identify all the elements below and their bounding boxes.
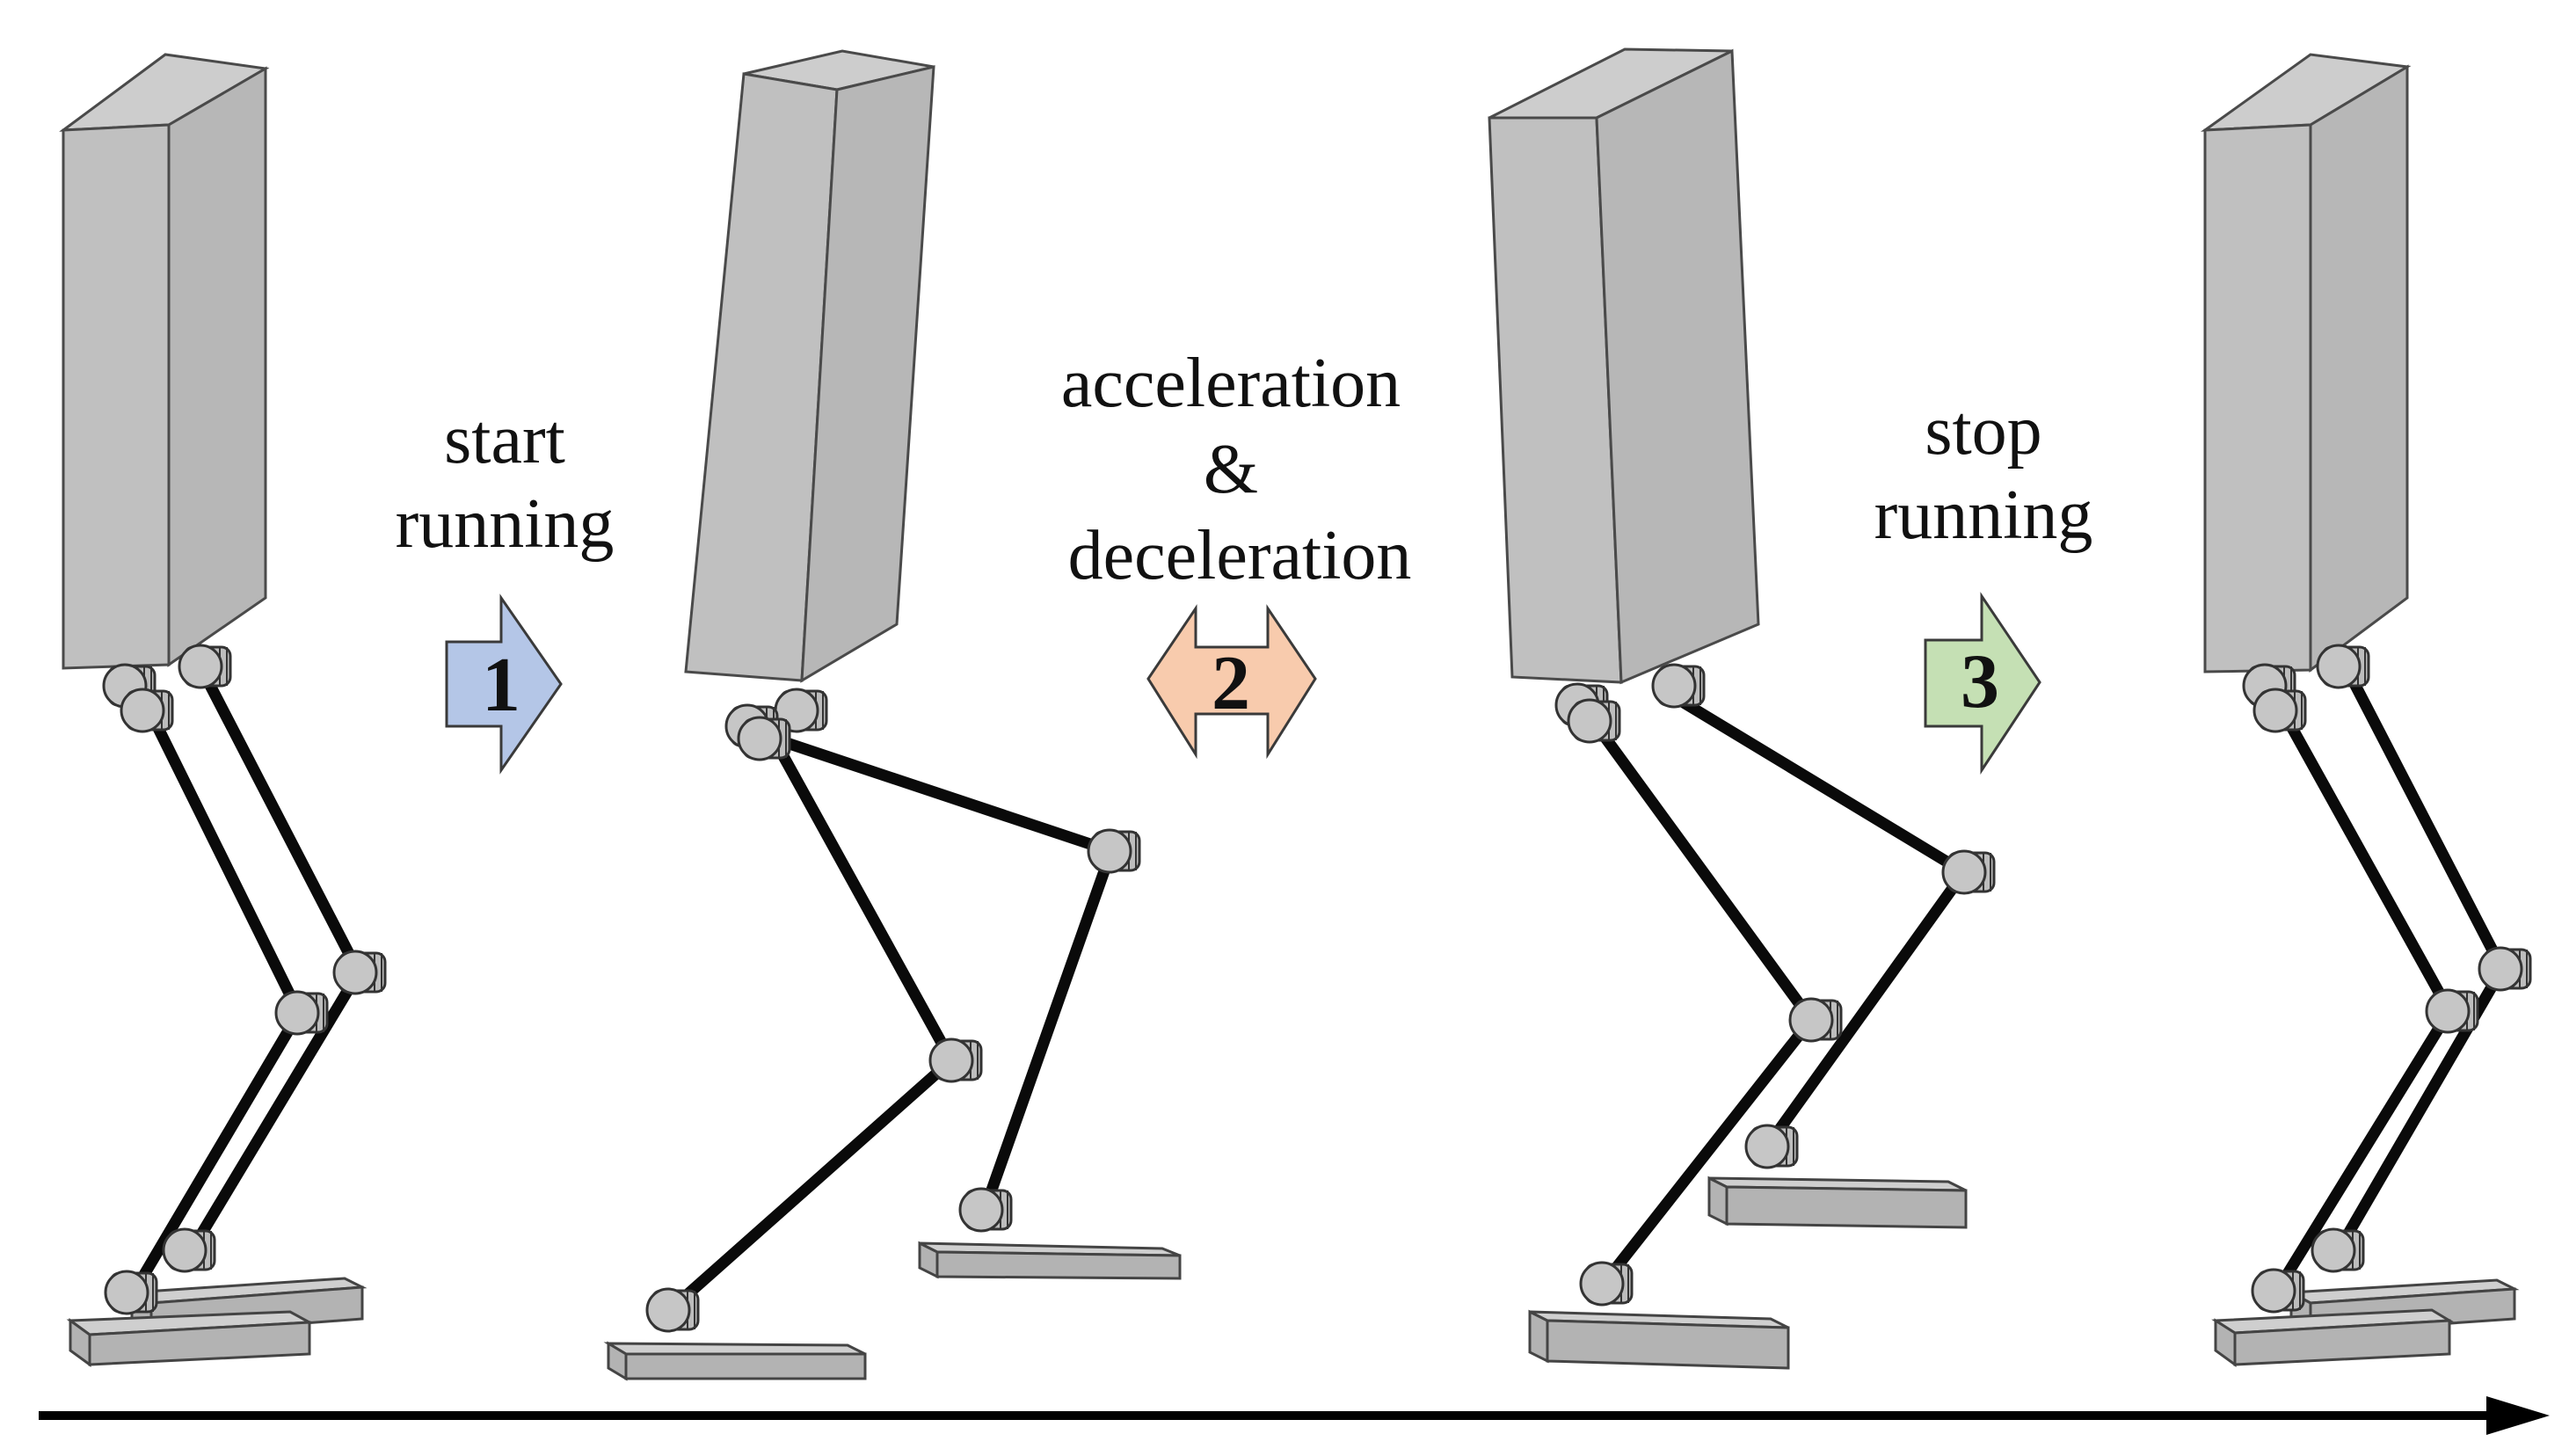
step-arrow-1: 1 <box>445 593 563 775</box>
joints <box>645 688 1141 1333</box>
caption-line: & <box>1204 431 1258 508</box>
pose-standing-start <box>59 53 387 1367</box>
caption-line: running <box>396 485 615 563</box>
robot-body <box>684 49 935 683</box>
step-arrow-2: 2 <box>1146 604 1317 760</box>
legs <box>127 664 365 1299</box>
double-arrow-icon <box>1146 604 1317 760</box>
caption-line: acceleration <box>1061 345 1401 422</box>
feet <box>66 1277 368 1367</box>
robot-body <box>2200 53 2412 673</box>
legs <box>2271 664 2508 1297</box>
step-number: 3 <box>1961 639 1999 724</box>
caption-line: deceleration <box>1068 517 1412 594</box>
feet <box>1528 1176 1968 1370</box>
pose-running-2 <box>1488 47 1996 1370</box>
robot-body <box>59 53 270 670</box>
legs <box>664 732 1117 1316</box>
caption-start-running: start running <box>396 401 615 563</box>
right-arrow-icon <box>1924 592 2041 775</box>
pose-running-1 <box>603 49 1182 1381</box>
caption-line: start <box>444 401 565 478</box>
step-number: 2 <box>1212 641 1250 726</box>
time-arrow-icon <box>39 1396 2550 1435</box>
caption-line: running <box>1874 477 2093 554</box>
right-arrow-icon <box>445 593 563 775</box>
pose-standing-end <box>2200 53 2532 1367</box>
caption-stop-running: stop running <box>1874 392 2093 554</box>
feet <box>603 1241 1182 1381</box>
step-number: 1 <box>482 643 520 728</box>
caption-acceleration-deceleration: acceleration & deceleration <box>1061 345 1412 594</box>
caption-line: stop <box>1925 392 2041 470</box>
step-arrow-3: 3 <box>1924 592 2041 775</box>
robot-body <box>1488 47 1760 685</box>
legs <box>1587 683 1970 1290</box>
